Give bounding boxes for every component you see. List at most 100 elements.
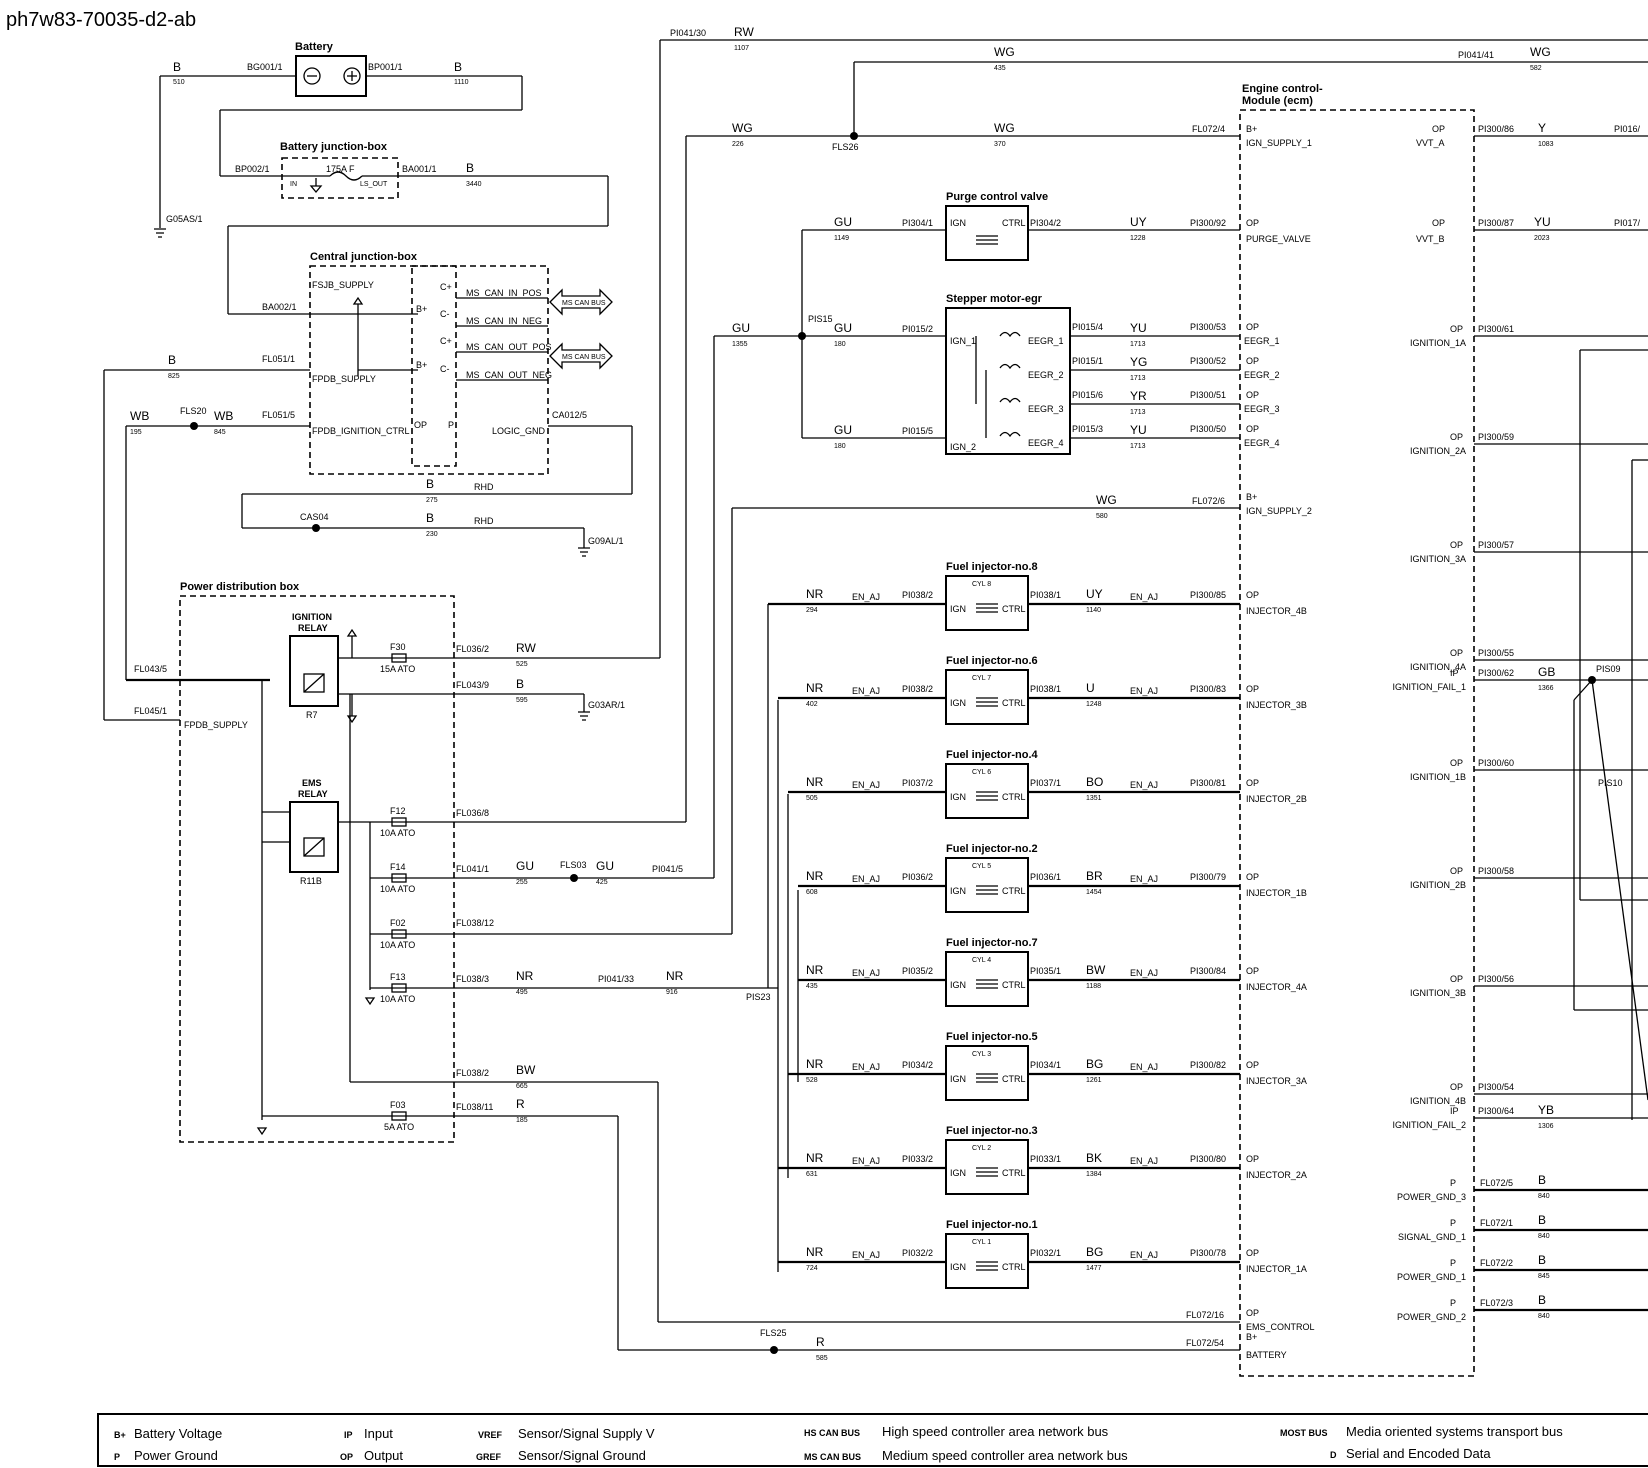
svg-text:GU: GU bbox=[596, 859, 614, 873]
injector-ecm-op: OP bbox=[1246, 1060, 1259, 1070]
svg-text:FL041/1: FL041/1 bbox=[456, 864, 489, 874]
svg-text:C-: C- bbox=[440, 309, 450, 319]
svg-text:B: B bbox=[516, 677, 524, 691]
injector-nr-label: NR bbox=[806, 587, 824, 601]
svg-text:PI300/86: PI300/86 bbox=[1478, 124, 1514, 134]
injector-ecm-op: OP bbox=[1246, 778, 1259, 788]
svg-text:FL072/4: FL072/4 bbox=[1192, 124, 1225, 134]
egr-ecm-pin-2: PI300/52 bbox=[1190, 356, 1226, 366]
legend-text-5: Sensor/Signal Supply V bbox=[518, 1426, 655, 1441]
injector-coil-icon bbox=[976, 1073, 998, 1083]
injector-ecm-op: OP bbox=[1246, 1248, 1259, 1258]
injector-in-pin: PI032/2 bbox=[902, 1248, 933, 1258]
svg-text:PI041/5: PI041/5 bbox=[652, 864, 683, 874]
svg-text:FLS03: FLS03 bbox=[560, 860, 587, 870]
svg-text:IN: IN bbox=[290, 181, 297, 188]
injector-nr-num: 608 bbox=[806, 889, 818, 896]
ms-can-bus-arrow-1: MS CAN BUS bbox=[562, 300, 606, 307]
injector-box bbox=[945, 951, 1029, 1007]
ecm-pin-name: IGNITION_4A bbox=[1410, 662, 1466, 672]
injector-ecm-op: OP bbox=[1246, 590, 1259, 600]
injector-en-aj-in: EN_AJ bbox=[852, 780, 880, 790]
svg-text:FPDB_SUPPLY: FPDB_SUPPLY bbox=[312, 374, 376, 384]
svg-text:B+: B+ bbox=[1246, 124, 1257, 134]
injector-en-aj-in: EN_AJ bbox=[852, 1062, 880, 1072]
fuse-f02-rating: 10A ATO bbox=[380, 940, 415, 950]
svg-text:580: 580 bbox=[1096, 513, 1108, 520]
svg-text:IGN_2: IGN_2 bbox=[950, 442, 976, 452]
egr-wire-3: YR bbox=[1130, 389, 1147, 403]
egr-ecm-name-3: EEGR_3 bbox=[1244, 404, 1280, 414]
injector-en-aj-out: EN_AJ bbox=[1130, 874, 1158, 884]
svg-text:WG: WG bbox=[1096, 493, 1117, 507]
ground-pin: FL072/1 bbox=[1480, 1218, 1513, 1228]
svg-text:FL045/1: FL045/1 bbox=[134, 706, 167, 716]
egr-ecm-pin-1: PI300/53 bbox=[1190, 322, 1226, 332]
injector-coil-icon bbox=[976, 1167, 998, 1177]
injector-nr-label: NR bbox=[806, 681, 824, 695]
injector-wire-num: 1140 bbox=[1086, 607, 1101, 614]
svg-text:B+: B+ bbox=[416, 304, 427, 314]
egr-ecm-name-1: EEGR_1 bbox=[1244, 336, 1280, 346]
svg-text:525: 525 bbox=[516, 661, 528, 668]
injector-nr-num: 724 bbox=[806, 1265, 818, 1272]
fuse-f03-rating: 5A ATO bbox=[384, 1122, 414, 1132]
svg-text:FPDB_IGNITION_CTRL: FPDB_IGNITION_CTRL bbox=[312, 426, 410, 436]
injector-en-aj-out: EN_AJ bbox=[1130, 968, 1158, 978]
injector-title: Fuel injector-no.7 bbox=[946, 937, 1038, 949]
injector-in-pin: PI038/2 bbox=[902, 684, 933, 694]
ecm-pin-code: IP bbox=[1450, 668, 1459, 678]
ground-wire-color: B bbox=[1538, 1293, 1546, 1307]
svg-text:WB: WB bbox=[130, 409, 149, 423]
ems-relay-label-2: RELAY bbox=[298, 789, 328, 799]
injector-out-pin: PI038/1 bbox=[1030, 590, 1061, 600]
injector-wire-color: BR bbox=[1086, 869, 1103, 883]
stepper-motor-egr: Stepper motor-egr IGN_1 IGN_2 PIS15 GU18… bbox=[798, 293, 1280, 455]
power-distribution-box: Power distribution box FL045/1 FPDB_SUPP… bbox=[103, 370, 778, 1143]
injector-ign-label: IGN bbox=[950, 792, 966, 802]
injector-nr-label: NR bbox=[806, 1151, 824, 1165]
injector-nr-label: NR bbox=[806, 963, 824, 977]
svg-text:370: 370 bbox=[994, 141, 1006, 148]
injector-ctrl-label: CTRL bbox=[1002, 886, 1026, 896]
injector-ecm-name: INJECTOR_4A bbox=[1246, 982, 1307, 992]
injector-title: Fuel injector-no.1 bbox=[946, 1219, 1038, 1231]
egr-wire-4: YU bbox=[1130, 423, 1147, 437]
svg-text:FL036/8: FL036/8 bbox=[456, 808, 489, 818]
ecm-pin-code: IP bbox=[1450, 1106, 1459, 1116]
svg-text:PIS15: PIS15 bbox=[808, 314, 833, 324]
injector-title: Fuel injector-no.2 bbox=[946, 843, 1038, 855]
svg-text:GU: GU bbox=[732, 321, 750, 335]
injector-wire-color: U bbox=[1086, 681, 1095, 695]
svg-text:OP: OP bbox=[1246, 218, 1259, 228]
egr-pin-2: PI015/1 bbox=[1072, 356, 1103, 366]
ecm-pin-id: PI300/62 bbox=[1478, 668, 1514, 678]
ecm-pin-id: PI300/60 bbox=[1478, 758, 1514, 768]
ecm-pin-id: PI300/59 bbox=[1478, 432, 1514, 442]
ground-code: P bbox=[1450, 1258, 1456, 1268]
egr-ecm-name-2: EEGR_2 bbox=[1244, 370, 1280, 380]
injector-en-aj-in: EN_AJ bbox=[852, 1250, 880, 1260]
svg-text:B+: B+ bbox=[1246, 1332, 1257, 1342]
svg-text:825: 825 bbox=[168, 373, 180, 380]
fuse-f30-rating: 15A ATO bbox=[380, 664, 415, 674]
fuse-f02-id: F02 bbox=[390, 918, 406, 928]
svg-text:MS_CAN_OUT_NEG: MS_CAN_OUT_NEG bbox=[466, 370, 552, 380]
fuse-f13-rating: 10A ATO bbox=[380, 994, 415, 1004]
svg-text:CAS04: CAS04 bbox=[300, 512, 329, 522]
injector-box bbox=[945, 1233, 1029, 1289]
svg-text:NR: NR bbox=[516, 969, 534, 983]
svg-text:CTRL: CTRL bbox=[1002, 218, 1026, 228]
injector-wire-color: BG bbox=[1086, 1245, 1103, 1259]
injector-wire-num: 1384 bbox=[1086, 1171, 1102, 1178]
injector-en-aj-out: EN_AJ bbox=[1130, 1250, 1158, 1260]
svg-text:FL072/16: FL072/16 bbox=[1186, 1310, 1224, 1320]
legend-text-1: Battery Voltage bbox=[134, 1426, 222, 1441]
document-id: ph7w83-70035-d2-ab bbox=[6, 9, 196, 31]
svg-text:BW: BW bbox=[516, 1063, 536, 1077]
injector-coil-icon bbox=[976, 885, 998, 895]
